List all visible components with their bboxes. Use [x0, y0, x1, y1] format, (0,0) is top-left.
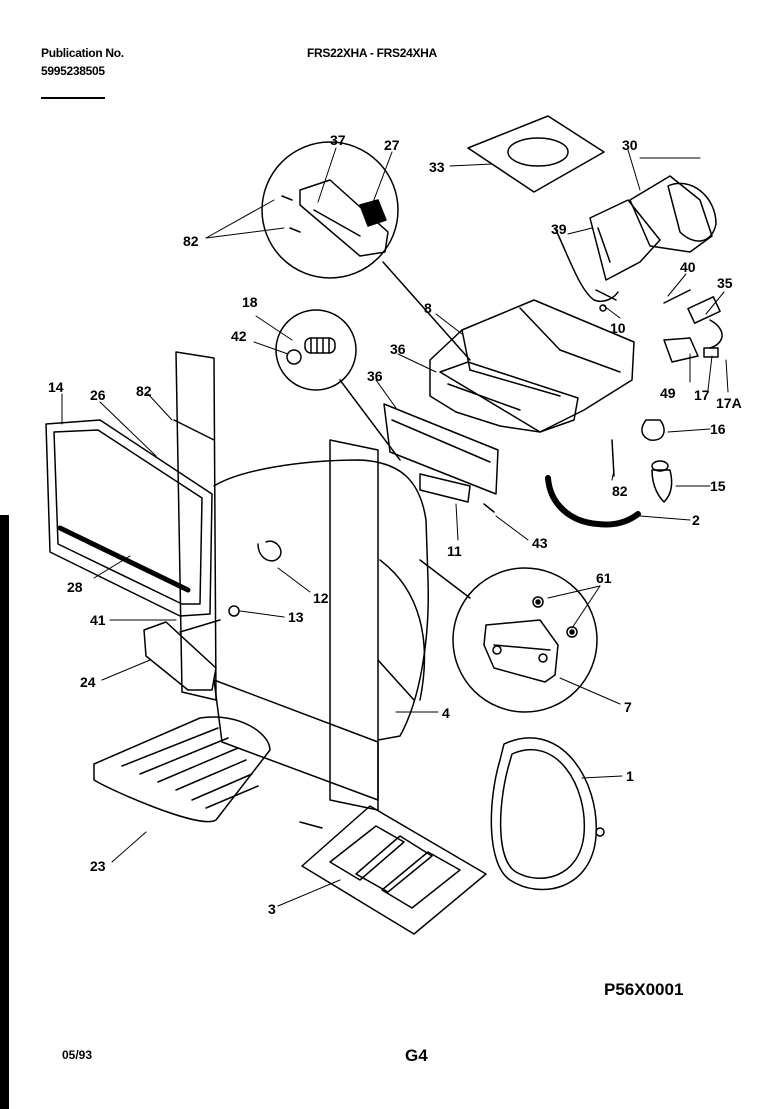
part-label-35: 35 [717, 275, 733, 291]
part-label-12: 12 [313, 590, 329, 606]
part-label-61: 61 [596, 570, 612, 586]
part-label-36b: 36 [367, 368, 383, 384]
part-label-15: 15 [710, 478, 726, 494]
cabinet-shell [213, 439, 429, 811]
part-label-7: 7 [624, 699, 632, 715]
part-label-17a: 17A [716, 395, 742, 411]
diagram-code: P56X0001 [604, 980, 684, 999]
part-label-16: 16 [710, 421, 726, 437]
part-label-24: 24 [80, 674, 96, 690]
plate-33 [467, 115, 605, 193]
footer-date: 05/93 [62, 1048, 93, 1062]
part-label-10: 10 [610, 320, 626, 336]
bracket-11 [419, 473, 471, 503]
relay-49 [663, 337, 719, 363]
spring-18 [286, 337, 336, 365]
detail-circle-spring [275, 309, 357, 391]
part-label-18: 18 [242, 294, 258, 310]
part-label-4: 4 [442, 705, 450, 721]
part-label-82a: 82 [183, 233, 199, 249]
part-label-14: 14 [48, 379, 64, 395]
part-label-30: 30 [622, 137, 638, 153]
switch-7 [483, 596, 578, 683]
part-label-41: 41 [90, 612, 106, 628]
publication-label: Publication No. [41, 46, 124, 60]
part-label-23: 23 [90, 858, 106, 874]
part-label-82b: 82 [136, 383, 152, 399]
part-label-39: 39 [551, 221, 567, 237]
scan-edge-bar [0, 515, 9, 1109]
side-rail [175, 351, 217, 701]
heater-pad-3 [299, 805, 487, 935]
fitting-15 [651, 460, 673, 503]
panel-36 [383, 403, 499, 495]
page-code: G4 [405, 1046, 428, 1065]
part-label-37: 37 [330, 132, 346, 148]
part-label-42: 42 [231, 328, 247, 344]
clip-12 [257, 540, 282, 562]
screw-82-left [173, 419, 215, 441]
publication-number: 5995238505 [41, 64, 105, 78]
part-label-28: 28 [67, 579, 83, 595]
part-label-13: 13 [288, 609, 304, 625]
header-underline [41, 97, 105, 99]
part-label-36a: 36 [390, 341, 406, 357]
part-label-49: 49 [660, 385, 676, 401]
part-label-1: 1 [626, 768, 634, 784]
screw-43 [483, 503, 495, 513]
drip-tray-23 [93, 716, 271, 823]
part-label-82c: 82 [612, 483, 628, 499]
housing-30 [589, 175, 717, 281]
leader-switch [419, 559, 471, 599]
heater-39 [554, 227, 619, 312]
fitting-16 [641, 419, 665, 441]
model-numbers: FRS22XHA - FRS24XHA [307, 46, 437, 60]
detail-circle-switch [452, 567, 598, 713]
housing-8 [429, 299, 635, 433]
part-label-2: 2 [692, 512, 700, 528]
leader-lines [61, 147, 729, 907]
actuator-24 [143, 605, 240, 691]
detail-circle-bracket [261, 141, 399, 279]
part-label-33: 33 [429, 159, 445, 175]
part-label-8: 8 [424, 300, 432, 316]
part-label-26: 26 [90, 387, 106, 403]
part-label-3: 3 [268, 901, 276, 917]
part-label-11: 11 [447, 543, 462, 559]
part-label-17: 17 [694, 387, 710, 403]
seal-ring-1 [490, 737, 605, 891]
harness-2 [545, 475, 641, 528]
leader-bracket [382, 261, 471, 361]
dispenser-frame-14 [45, 419, 213, 617]
part-label-43: 43 [532, 535, 548, 551]
part-label-40: 40 [680, 259, 696, 275]
part-label-27: 27 [384, 137, 400, 153]
bracket-37 [281, 179, 389, 257]
thermostat-35 [663, 289, 723, 349]
